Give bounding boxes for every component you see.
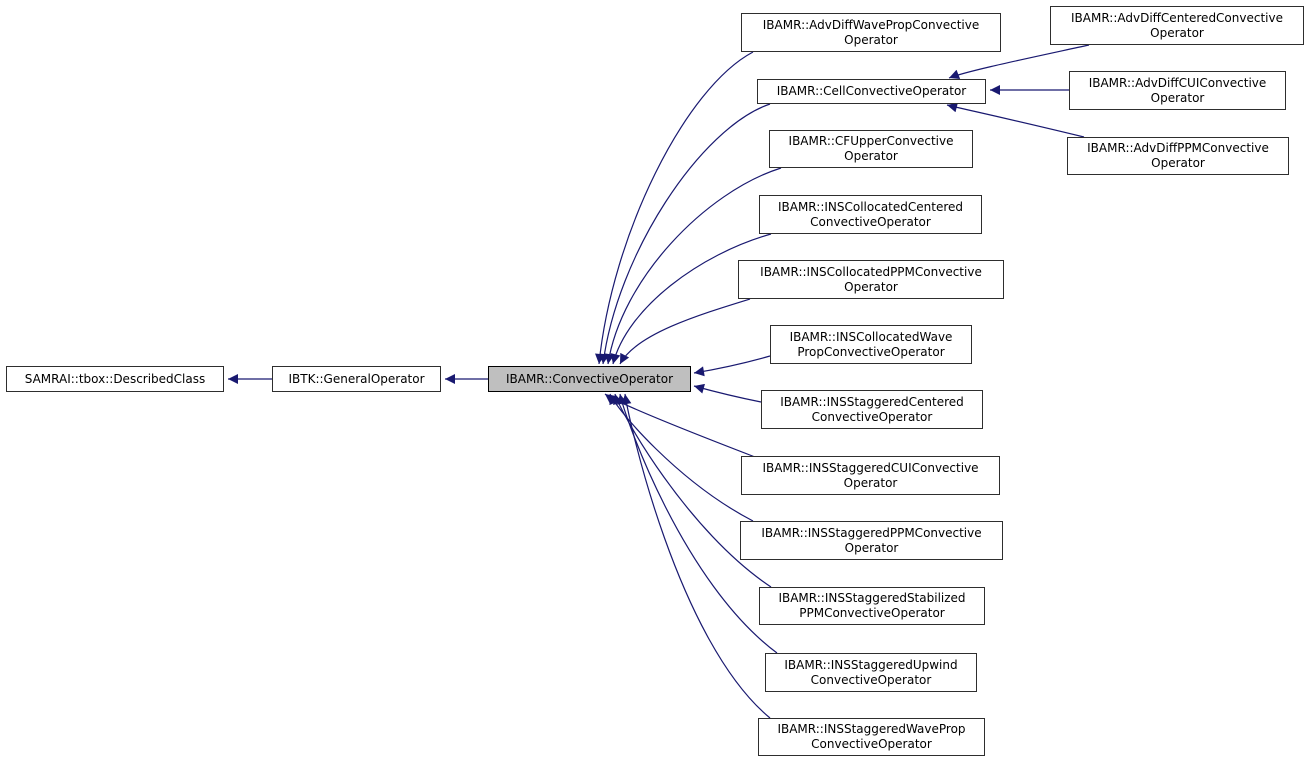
edge-cellconvective-to-convectiveoperator — [599, 103, 771, 365]
edge-inscollocatedppm-to-convectiveoperator — [619, 298, 751, 365]
class-node-insstaggeredcenteredconvectiveoperator[interactable]: IBAMR::INSStaggeredCentered ConvectiveOp… — [761, 390, 983, 429]
edge-inscollocatedcentered-to-convectiveoperator — [610, 233, 772, 365]
class-node-insstaggeredcuiconvectiveoperator[interactable]: IBAMR::INSStaggeredCUIConvective Operato… — [741, 456, 1000, 495]
class-node-insstaggeredstabilizedppmconvectiveoperator[interactable]: IBAMR::INSStaggeredStabilized PPMConvect… — [759, 587, 985, 625]
class-node-advdiffcenteredconvectiveoperator[interactable]: IBAMR::AdvDiffCenteredConvective Operato… — [1050, 6, 1304, 45]
class-node-insstaggeredwavepropconvectiveoperator[interactable]: IBAMR::INSStaggeredWaveProp ConvectiveOp… — [758, 718, 985, 756]
class-node-ibamr-convectiveoperator[interactable]: IBAMR::ConvectiveOperator — [488, 366, 691, 392]
class-node-inscollocatedppmconvectiveoperator[interactable]: IBAMR::INSCollocatedPPMConvective Operat… — [738, 260, 1004, 299]
edge-insstaggeredcui-to-convectiveoperator — [604, 393, 756, 458]
class-node-cfupperconvectiveoperator[interactable]: IBAMR::CFUpperConvective Operator — [769, 130, 973, 168]
edge-insstaggeredcentered-to-convectiveoperator — [693, 383, 762, 403]
class-node-cellconvectiveoperator[interactable]: IBAMR::CellConvectiveOperator — [757, 79, 986, 104]
class-node-insstaggeredppmconvectiveoperator[interactable]: IBAMR::INSStaggeredPPMConvective Operato… — [740, 521, 1003, 560]
edge-insstaggeredppm-to-convectiveoperator — [609, 393, 754, 522]
class-node-advdiffppmconvectiveoperator[interactable]: IBAMR::AdvDiffPPMConvective Operator — [1067, 137, 1289, 175]
edge-inscollocatedwaveprop-to-convectiveoperator — [693, 355, 771, 377]
class-node-insstaggeredupwindconvectiveoperator[interactable]: IBAMR::INSStaggeredUpwind ConvectiveOper… — [765, 653, 977, 692]
class-node-advdiffcuiconvectiveoperator[interactable]: IBAMR::AdvDiffCUIConvective Operator — [1069, 71, 1286, 110]
class-node-samrai-tbox-describedclass[interactable]: SAMRAI::tbox::DescribedClass — [6, 366, 224, 392]
edge-advdiffwaveprop-to-convectiveoperator — [595, 51, 754, 365]
class-node-inscollocatedwavepropconvectiveoperator[interactable]: IBAMR::INSCollocatedWave PropConvectiveO… — [770, 325, 972, 364]
class-node-advdiffwavepropconvectiveoperator[interactable]: IBAMR::AdvDiffWavePropConvective Operato… — [741, 13, 1001, 52]
class-node-inscollocatedcenteredconvectiveoperator[interactable]: IBAMR::INSCollocatedCentered ConvectiveO… — [759, 195, 982, 234]
class-node-ibtk-generaloperator[interactable]: IBTK::GeneralOperator — [272, 366, 441, 392]
